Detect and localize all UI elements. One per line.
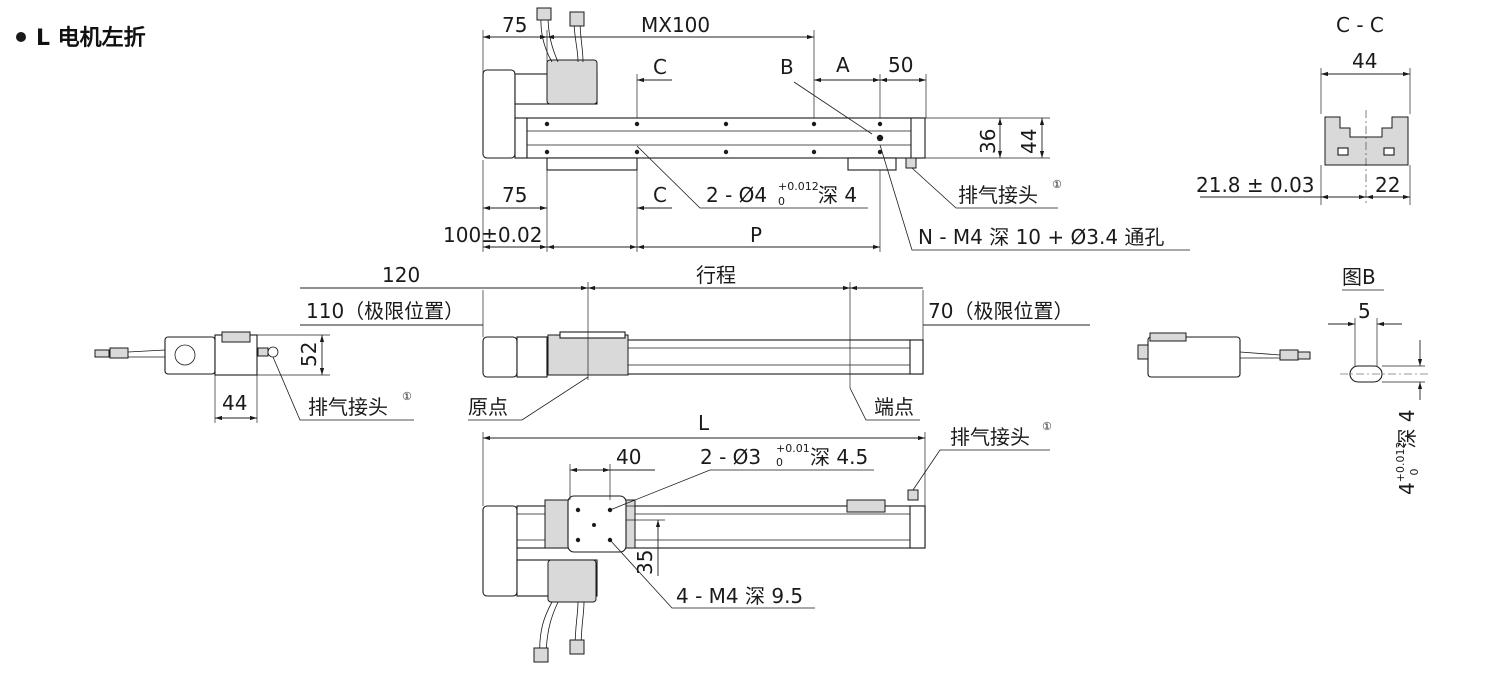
dim-120: 120	[382, 263, 420, 287]
side-motor-body	[482, 336, 518, 378]
dim-75-bottom: 75	[502, 183, 527, 207]
top-slider-plate-left	[546, 157, 638, 171]
dim-75-top: 75	[502, 13, 527, 37]
dim-50: 50	[888, 53, 913, 77]
end-connector-a	[109, 347, 129, 359]
top-exhaust-fitting-icon	[905, 157, 917, 169]
bottom-connector-b	[569, 639, 585, 655]
bottom-pin-hole-depth: 深 4.5	[810, 445, 868, 469]
figure-b-title: 图B	[1342, 265, 1376, 289]
dim-100: 100±0.02	[443, 223, 542, 247]
section-dim-22: 22	[1375, 173, 1400, 197]
page-title: L 电机左折	[36, 25, 146, 51]
end-connector-b	[94, 349, 110, 358]
end-motor-shaft-icon	[174, 344, 196, 366]
section-profile	[1324, 116, 1409, 166]
top-motor-endplate	[514, 117, 528, 159]
end-motor-body	[164, 336, 216, 375]
section-cc-title: C - C	[1336, 13, 1384, 37]
side-motor-flange	[516, 336, 548, 378]
top-motor-cover	[546, 59, 598, 105]
top-connector-a	[536, 7, 552, 21]
figure-b-dim-5: 5	[1358, 299, 1371, 323]
end-dim-52: 52	[297, 342, 321, 367]
bottom-motor-cover	[547, 559, 597, 603]
top-exhaust-mark: ①	[1052, 178, 1062, 191]
top-mount-holes	[544, 121, 884, 155]
top-motor-body	[482, 69, 516, 159]
end-exhaust-label: 排气接头	[308, 395, 388, 419]
bottom-rail-endcap	[909, 505, 926, 549]
figure-b-depth-suffix: 深 4	[1395, 409, 1419, 448]
label-c-bottom: C	[653, 183, 667, 207]
label-l: L	[698, 411, 710, 435]
dim-44-side: 44	[1017, 129, 1041, 154]
mount-holes-callout: N - M4 深 10 + Ø3.4 通孔	[918, 225, 1164, 249]
bottom-end-plate	[846, 499, 886, 513]
limit-left: 110（极限位置）	[306, 299, 464, 323]
label-b: B	[780, 55, 794, 79]
end-exhaust-mark: ①	[402, 390, 412, 403]
pin-hole-tol-upper: +0.012	[778, 180, 819, 193]
stroke-label: 行程	[696, 263, 736, 287]
pin-hole-depth: 深 4	[818, 183, 857, 207]
section-cc: C - C 44 21.8 ± 0.03 22	[1196, 13, 1411, 205]
top-exhaust-label: 排气接头	[958, 183, 1038, 207]
bottom-exhaust-fitting-icon	[907, 489, 919, 501]
origin-label: 原点	[468, 395, 508, 419]
figure-b-depth: 4+0.0120 深 4	[1394, 409, 1421, 495]
end-point-label: 端点	[874, 395, 914, 419]
top-slider-plate-right	[847, 157, 897, 171]
right-end-connector-b	[1297, 351, 1311, 360]
end-view-right	[1137, 332, 1311, 378]
figure-b-depth-tol-lower: 0	[1408, 469, 1421, 476]
top-cable	[540, 14, 584, 63]
dim-40: 40	[616, 445, 641, 469]
pin-hole-tol-lower: 0	[778, 195, 785, 208]
end-cable	[127, 349, 166, 358]
dim-36: 36	[976, 129, 1000, 154]
label-c-top: C	[653, 55, 667, 79]
label-a: A	[836, 53, 850, 77]
top-rail-endcap	[910, 117, 926, 159]
figure-b-slot	[1349, 365, 1383, 383]
bottom-exhaust-mark: ①	[1042, 420, 1052, 433]
label-p: P	[750, 223, 762, 247]
side-view: 120 行程 110（极限位置） 70（极限位置） 原点 端点	[300, 263, 1090, 421]
right-end-cable	[1239, 351, 1281, 359]
figure-b-depth-tol-upper: +0.012	[1394, 442, 1407, 483]
bottom-pin-hole-prefix: 2 - Ø3	[700, 445, 761, 469]
bottom-motor-body	[482, 505, 518, 597]
top-connector-b	[569, 11, 585, 27]
bottom-slider-body	[567, 495, 627, 553]
top-view: 75 MX100 C B A 50 36 44 75 C 2 - Ø4 +0.0…	[443, 7, 1190, 252]
right-end-block	[1147, 336, 1241, 378]
section-dim-44: 44	[1352, 49, 1377, 73]
bottom-pin-hole-tol-upper: +0.01	[776, 442, 810, 455]
bottom-view: L 40 2 - Ø3 +0.01 0 深 4.5 排气接头 ① 35 4 - …	[482, 411, 1052, 663]
limit-right: 70（极限位置）	[928, 299, 1073, 323]
bottom-exhaust-label: 排气接头	[950, 425, 1030, 449]
side-rail-endcap	[909, 339, 924, 375]
section-dim-21-8: 21.8 ± 0.03	[1196, 173, 1315, 197]
bottom-cable	[539, 601, 585, 661]
end-exhaust-port-icon	[267, 346, 279, 358]
figure-b: 图B 5 4+0.0120 深 4	[1328, 265, 1430, 495]
figure-b-depth-prefix: 4	[1395, 482, 1419, 495]
end-view: 52 44 排气接头 ①	[94, 331, 414, 423]
right-end-connector-a	[1279, 349, 1299, 361]
bottom-connector-a	[533, 647, 549, 663]
dim-35: 35	[633, 550, 657, 575]
tapped-holes-callout: 4 - M4 深 9.5	[676, 584, 803, 608]
bottom-pin-hole-tol-lower: 0	[776, 456, 783, 469]
pin-hole-callout: 2 - Ø4	[706, 183, 767, 207]
dim-mx100: MX100	[641, 13, 710, 37]
title-bullet-icon	[16, 32, 26, 42]
end-dim-44: 44	[222, 391, 247, 415]
